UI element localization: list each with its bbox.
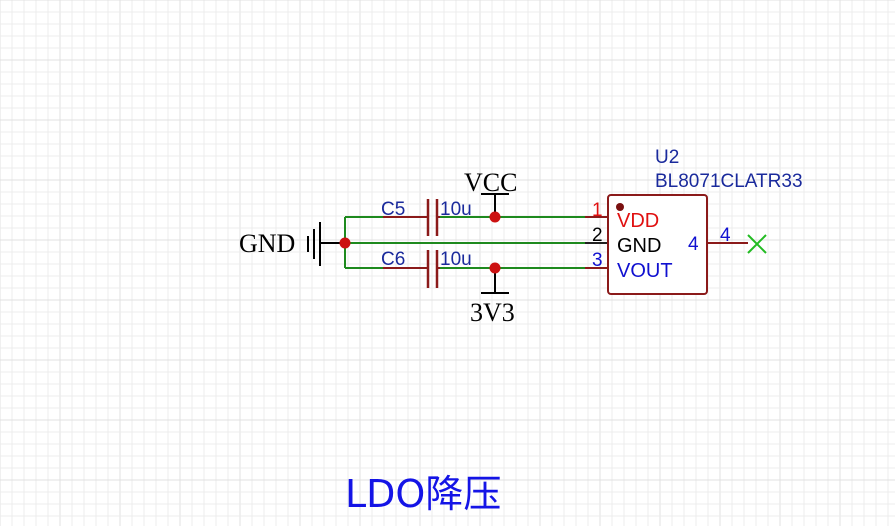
c5-value: 10u <box>440 199 472 220</box>
gnd-label: GND <box>239 229 295 258</box>
schematic-title: LDO降压 <box>345 472 501 516</box>
junction-gnd <box>339 237 351 249</box>
pin1-marker-dot <box>616 203 624 211</box>
c6-designator: C6 <box>381 249 405 270</box>
pin-3-name: VOUT <box>617 260 673 282</box>
pin-2-number: 2 <box>592 225 603 246</box>
c6-value: 10u <box>440 249 472 270</box>
ic-u2[interactable]: U2 BL8071CLATR33 1 2 3 4 4 VDD GND VOUT <box>585 147 803 295</box>
no-connect-icon <box>747 234 767 254</box>
vcc-power-port[interactable]: VCC <box>464 168 517 217</box>
ic-part-number: BL8071CLATR33 <box>655 171 803 192</box>
pin-4-number-inner: 4 <box>688 234 699 255</box>
pin-1-number: 1 <box>592 200 603 221</box>
ic-designator: U2 <box>655 147 679 168</box>
wires <box>344 216 585 269</box>
capacitor-c5[interactable]: C5 10u <box>381 199 472 236</box>
junctions <box>339 211 501 274</box>
ic-body <box>607 194 708 295</box>
pin-4-number: 4 <box>720 225 731 246</box>
junction-3v3 <box>489 262 501 274</box>
capacitor-c6[interactable]: C6 10u <box>381 249 472 288</box>
v3v3-label: 3V3 <box>470 298 515 327</box>
gnd-power-port[interactable]: GND <box>239 222 345 266</box>
junction-vcc <box>489 211 501 223</box>
vcc-label: VCC <box>464 168 517 197</box>
pin-1-name: VDD <box>617 210 659 232</box>
v3v3-power-port[interactable]: 3V3 <box>470 268 515 327</box>
c5-designator: C5 <box>381 199 405 220</box>
pin-3-number: 3 <box>592 250 603 271</box>
pin-2-name: GND <box>617 235 661 257</box>
